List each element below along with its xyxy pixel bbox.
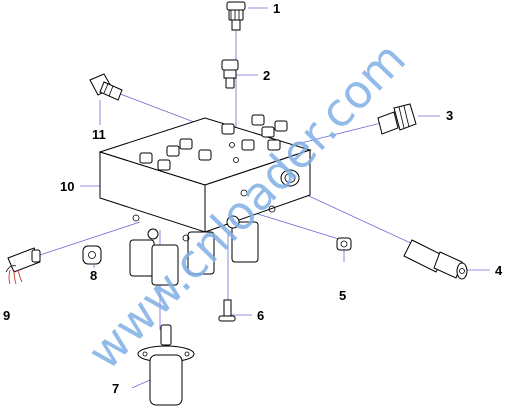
callout-3: 3 — [446, 108, 453, 123]
coupling-part-4 — [403, 239, 468, 280]
sensor-part-7 — [137, 324, 195, 406]
connector-part-9 — [5, 247, 41, 285]
top-fittings — [139, 114, 288, 171]
callout-2: 2 — [263, 68, 270, 83]
plug-part-8 — [82, 245, 102, 265]
bolt-part-6 — [218, 299, 236, 322]
callout-6: 6 — [257, 308, 264, 323]
callout-11: 11 — [92, 127, 106, 142]
coupling-part-3 — [377, 103, 417, 135]
plug-part-5 — [336, 237, 352, 251]
fitting-part-1 — [226, 1, 246, 31]
callout-5: 5 — [339, 288, 346, 303]
adapter-part-2 — [221, 59, 239, 89]
fitting-part-11 — [89, 73, 123, 101]
callout-9: 9 — [3, 308, 10, 323]
callout-8: 8 — [90, 268, 97, 283]
callout-7: 7 — [112, 381, 119, 396]
callout-10: 10 — [60, 179, 74, 194]
callout-1: 1 — [273, 1, 280, 16]
manifold-block — [98, 114, 312, 286]
callout-4: 4 — [495, 263, 503, 278]
